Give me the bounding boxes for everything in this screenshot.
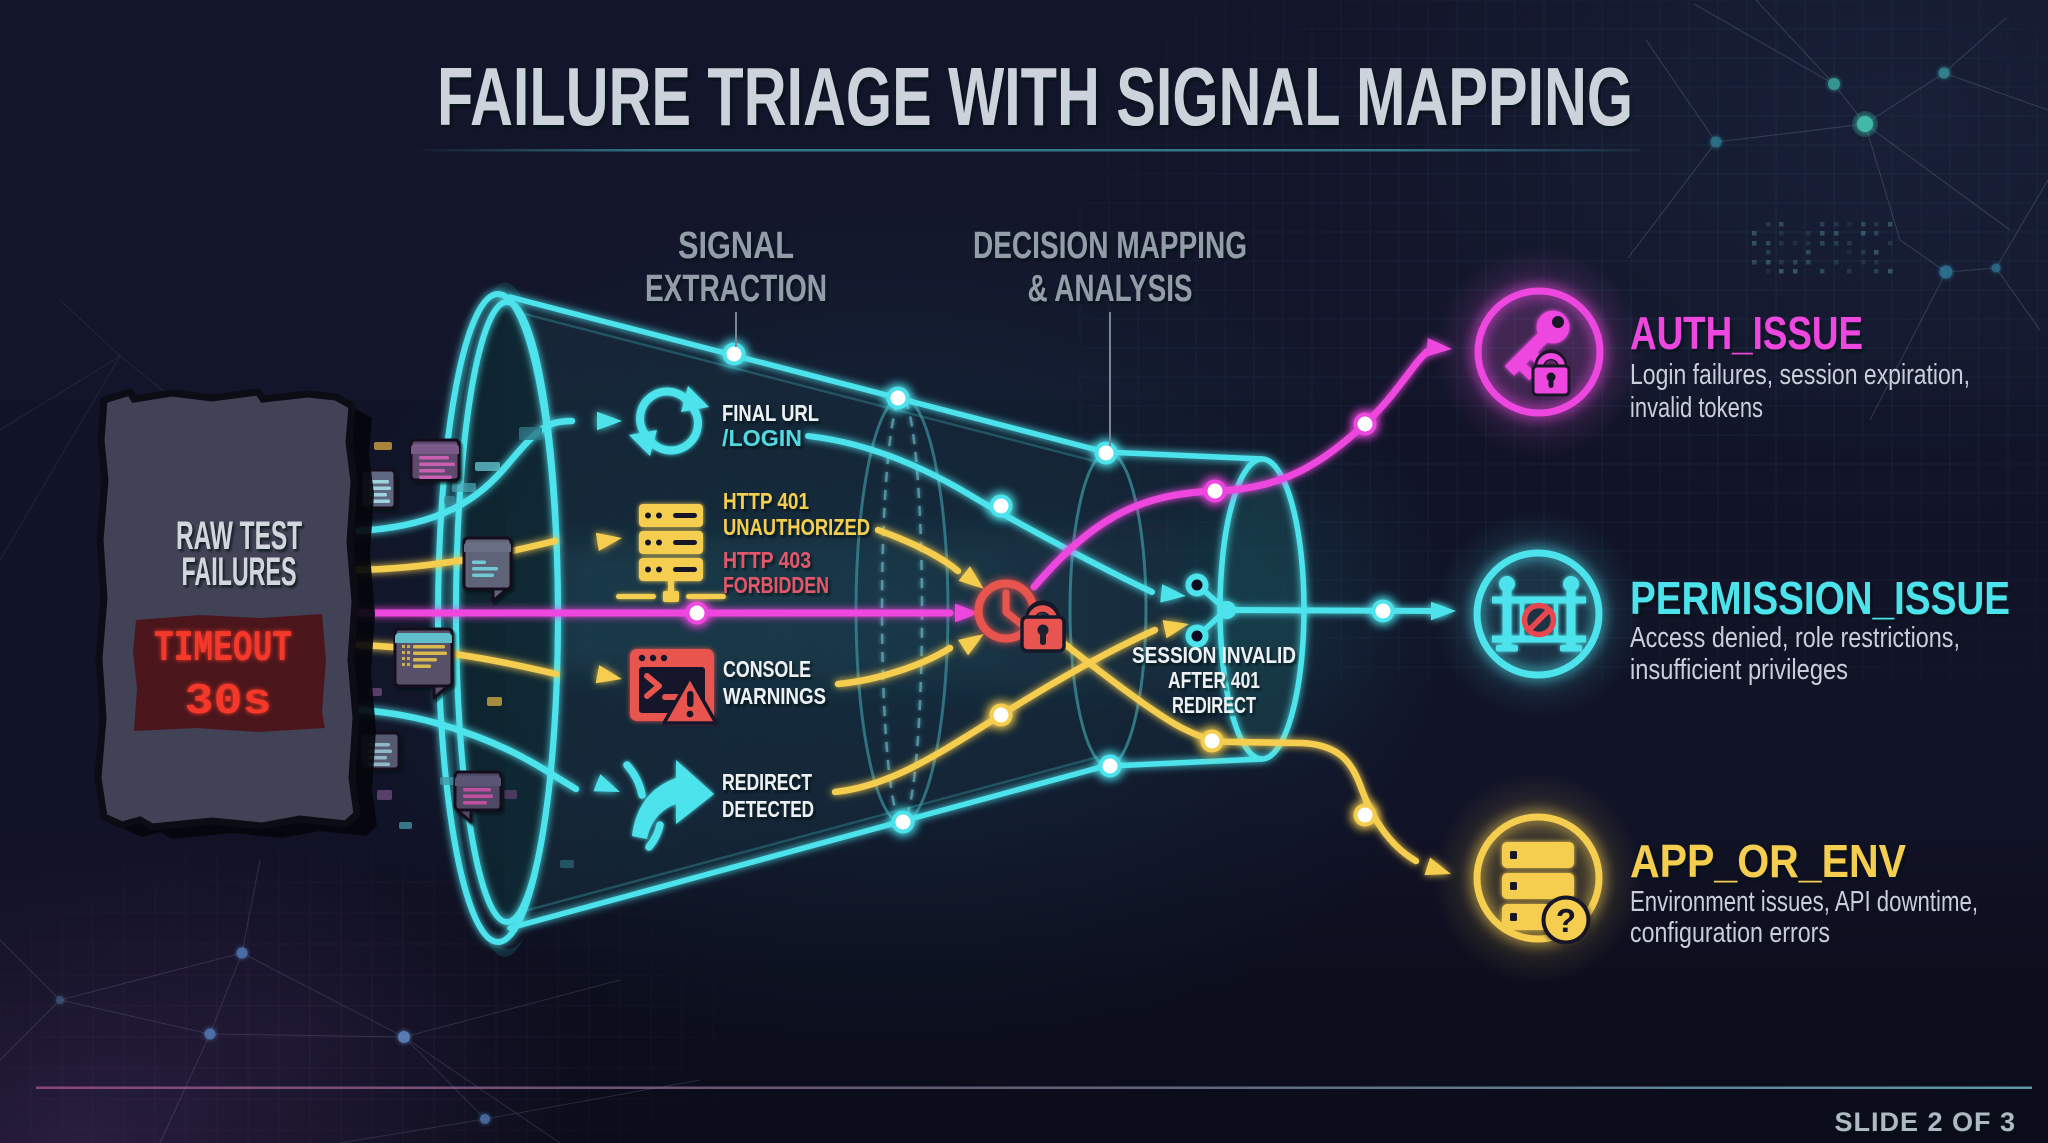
svg-text:& ANALYSIS: & ANALYSIS — [1028, 268, 1193, 310]
svg-text:RAW TEST: RAW TEST — [176, 514, 302, 558]
svg-text:CONSOLE: CONSOLE — [723, 656, 811, 682]
svg-text:FORBIDDEN: FORBIDDEN — [723, 572, 829, 598]
svg-text:SIGNAL: SIGNAL — [678, 225, 794, 267]
svg-text:FAILURE TRIAGE WITH SIGNAL MAP: FAILURE TRIAGE WITH SIGNAL MAPPING — [437, 50, 1633, 143]
svg-text:FINAL URL: FINAL URL — [722, 400, 819, 426]
svg-text:EXTRACTION: EXTRACTION — [645, 268, 827, 310]
svg-text:Environment issues, API downti: Environment issues, API downtime, — [1630, 886, 1978, 918]
svg-text:HTTP 401: HTTP 401 — [723, 488, 809, 514]
svg-text:TIMEOUT: TIMEOUT — [154, 624, 292, 674]
svg-text:?: ? — [1556, 902, 1576, 939]
svg-text:SLIDE 2 OF 3: SLIDE 2 OF 3 — [1834, 1107, 2016, 1137]
svg-text:WARNINGS: WARNINGS — [723, 683, 826, 709]
svg-text:configuration errors: configuration errors — [1630, 917, 1830, 949]
svg-text:UNAUTHORIZED: UNAUTHORIZED — [723, 514, 870, 540]
svg-text:REDIRECT: REDIRECT — [722, 769, 812, 795]
svg-text:AUTH_ISSUE: AUTH_ISSUE — [1630, 307, 1863, 359]
svg-text:SESSION INVALID: SESSION INVALID — [1132, 642, 1296, 668]
svg-text:Login failures, session expira: Login failures, session expiration, — [1630, 359, 1970, 391]
svg-text:30s: 30s — [185, 677, 272, 727]
svg-text:FAILURES: FAILURES — [182, 550, 297, 594]
svg-text:Access denied, role restrictio: Access denied, role restrictions, — [1630, 622, 1960, 654]
svg-text:DECISION MAPPING: DECISION MAPPING — [973, 225, 1247, 267]
svg-text:insufficient privileges: insufficient privileges — [1630, 654, 1848, 686]
svg-text:PERMISSION_ISSUE: PERMISSION_ISSUE — [1630, 572, 2010, 624]
svg-text:invalid tokens: invalid tokens — [1630, 392, 1763, 424]
svg-text:HTTP 403: HTTP 403 — [723, 547, 811, 573]
svg-text:AFTER 401: AFTER 401 — [1168, 667, 1260, 693]
svg-text:APP_OR_ENV: APP_OR_ENV — [1630, 835, 1906, 887]
svg-text:/LOGIN: /LOGIN — [722, 425, 802, 451]
svg-text:REDIRECT: REDIRECT — [1172, 692, 1256, 718]
svg-text:DETECTED: DETECTED — [722, 796, 814, 822]
